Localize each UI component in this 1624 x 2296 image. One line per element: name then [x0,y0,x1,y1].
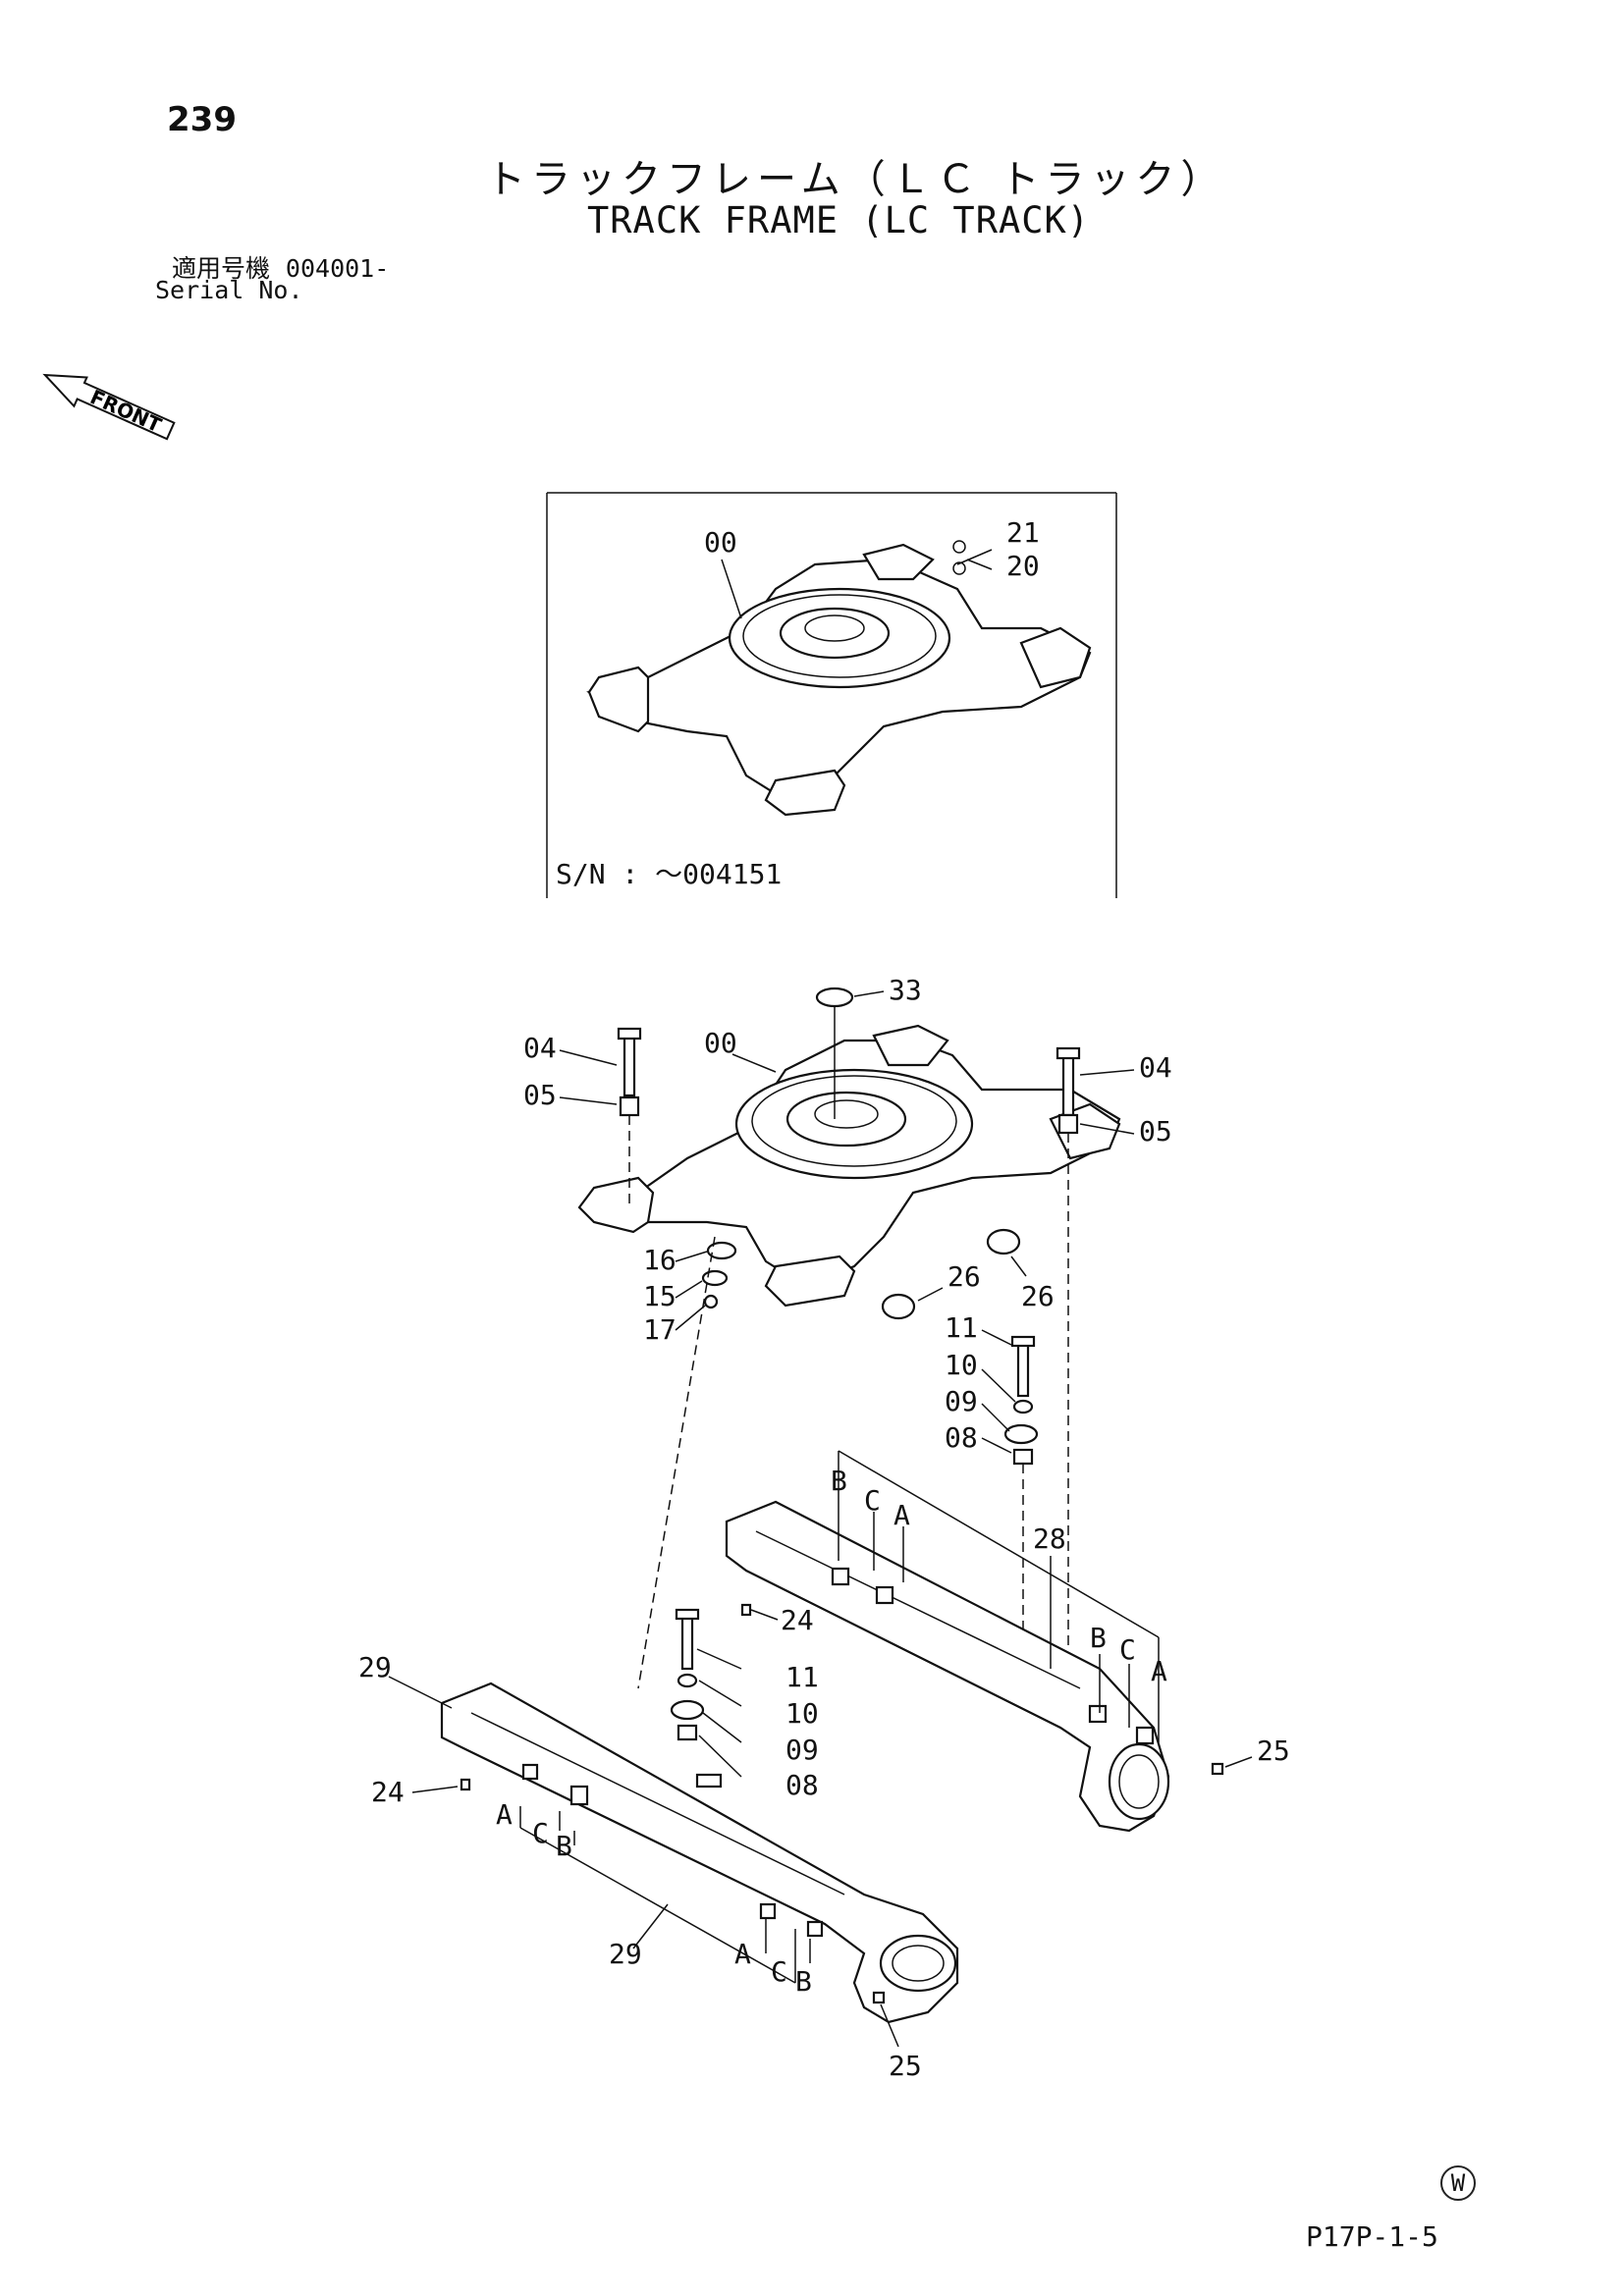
footer-code: P17P-1-5 [1306,2220,1438,2253]
callout-10-left: 10 [785,1697,819,1730]
callout-17: 17 [643,1313,677,1346]
serial-label-japanese: 適用号機 [172,254,271,283]
callout-00-main: 00 [704,1027,737,1059]
callout-24-left: 24 [371,1776,405,1808]
callout-09-right: 09 [945,1385,978,1417]
main-track-frame [577,1024,1121,1308]
front-label: FRONT [86,385,165,437]
inset-callout-21: 21 [1006,516,1040,549]
callout-A-left-lower: A [734,1938,751,1970]
callout-26-a: 26 [947,1260,981,1293]
front-arrow-icon: FRONT [42,373,176,441]
callout-05-left: 05 [523,1079,557,1111]
side-frame-right [725,1500,1170,1833]
callout-10-right: 10 [945,1349,978,1381]
callout-29-upper: 29 [358,1651,392,1683]
callout-B-right-upper: B [831,1465,847,1497]
callout-26-b: 26 [1021,1280,1055,1312]
callout-11-right: 11 [945,1311,978,1344]
callout-16: 16 [643,1244,677,1276]
callout-C-left-lower: C [771,1955,787,1988]
callout-28: 28 [1033,1522,1066,1555]
part-04-bolt-right [1061,1054,1075,1117]
inset-callout-20: 20 [1006,550,1040,582]
watermark-icon: W [1440,2165,1476,2201]
callout-C-right-upper: C [864,1484,881,1517]
callout-C-right-lower: C [1119,1633,1136,1666]
inset-serial-range: S/N : ～004151 [556,858,782,890]
part-33-seal [815,987,854,1008]
callout-A-left-upper: A [496,1798,513,1831]
callout-A-right-upper: A [893,1499,910,1531]
callout-33: 33 [889,974,922,1006]
page-title-japanese: トラックフレーム（ＬＣ トラック） [486,157,1226,202]
serial-line: 適用号機 004001- [172,249,389,285]
callout-B-left-upper: B [556,1830,572,1862]
page-title-english: TRACK FRAME (LC TRACK) [587,199,1091,241]
page-number: 239 [167,100,237,139]
callout-29-lower: 29 [609,1938,642,1970]
serial-value: 004001- [285,254,390,283]
inset-callout-00: 00 [704,526,737,559]
callout-08-right: 08 [945,1421,978,1454]
callout-B-right-lower: B [1090,1622,1107,1654]
callout-04-left: 04 [523,1032,557,1064]
callout-C-left-upper: C [532,1817,549,1849]
callout-04-right: 04 [1139,1051,1172,1084]
callout-15: 15 [643,1280,677,1312]
callout-25-right: 25 [1257,1735,1290,1767]
part-04-bolt-left [623,1035,636,1097]
callout-11-left: 11 [785,1661,819,1693]
callout-24-right: 24 [781,1604,814,1636]
serial-label-english: Serial No. [155,276,303,304]
inset-leader-00 [721,559,742,619]
inset-panel: S/N : ～004151 00 21 20 [546,492,1117,898]
callout-08-left: 08 [785,1769,819,1801]
callout-09-left: 09 [785,1734,819,1766]
inset-track-frame [586,543,1092,817]
callout-25-left: 25 [889,2050,922,2082]
callout-B-left-lower: B [795,1965,812,1998]
side-frame-left [440,1682,959,2024]
callout-05-right: 05 [1139,1115,1172,1148]
